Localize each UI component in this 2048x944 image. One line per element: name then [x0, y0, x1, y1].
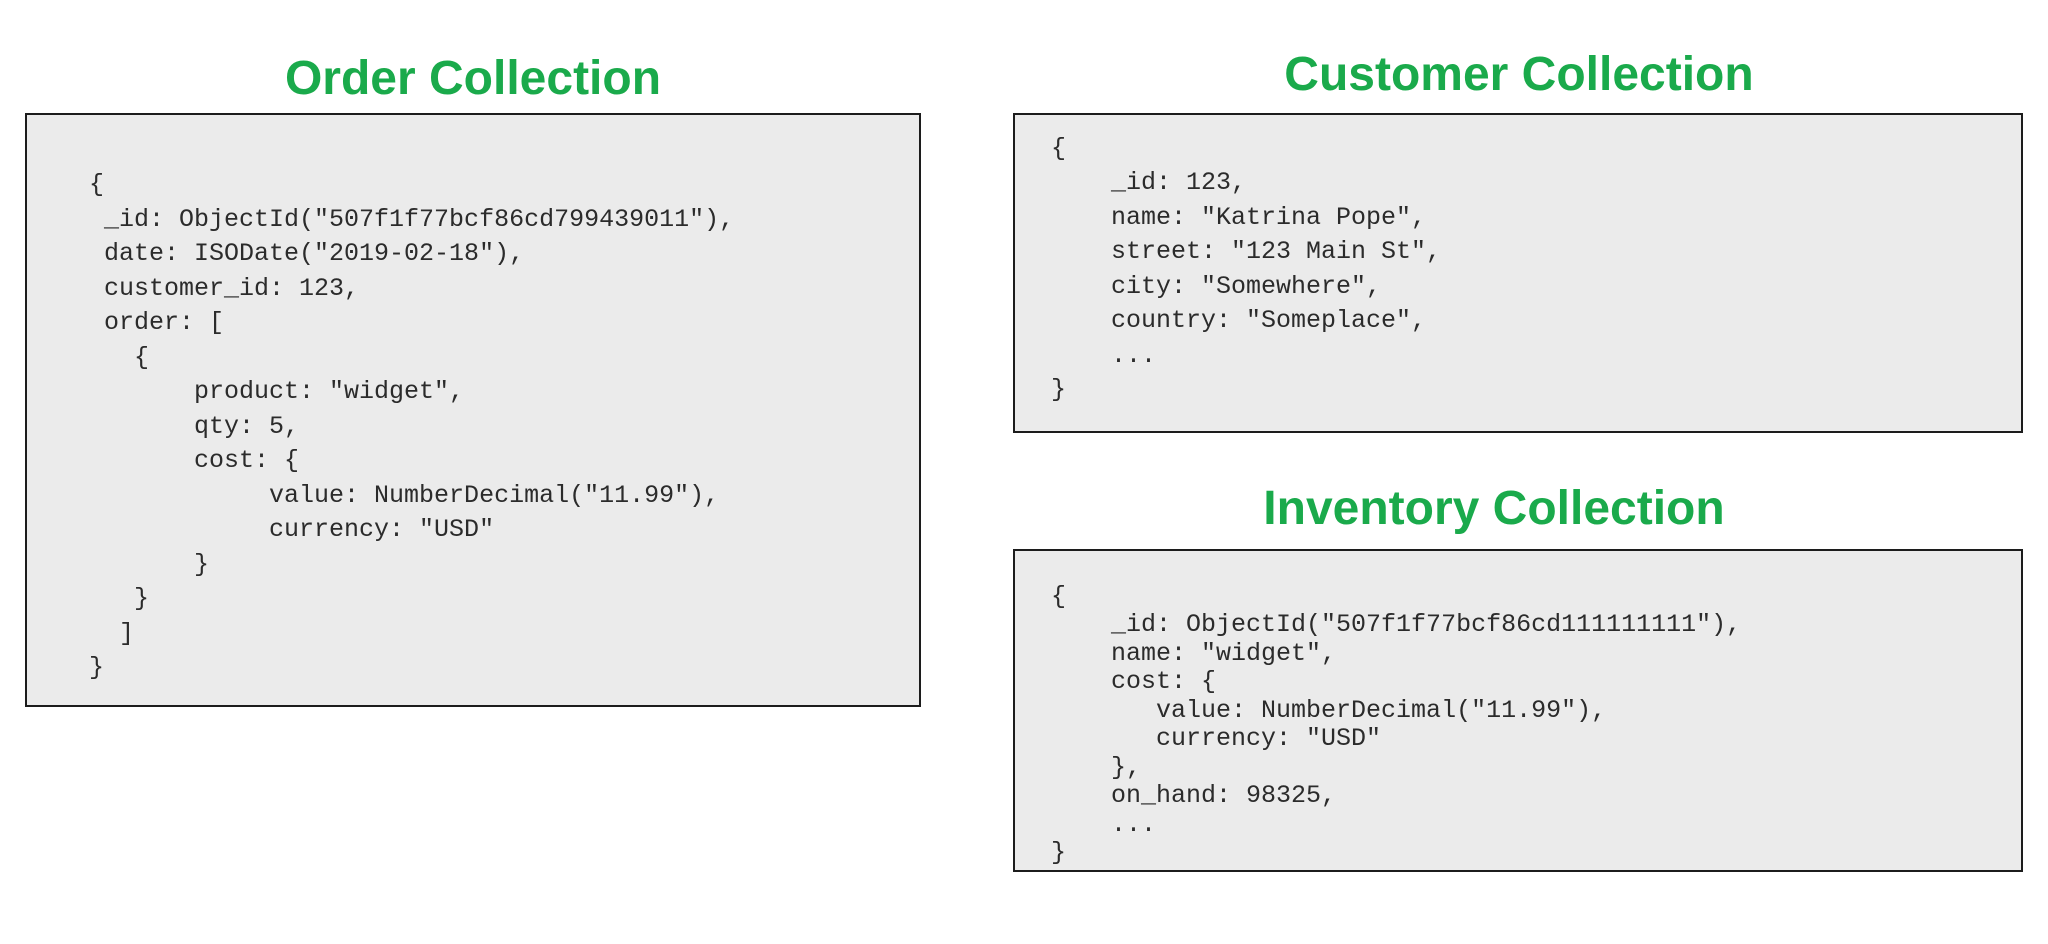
order-code-line-4: customer_id: 123,: [89, 274, 360, 303]
customer-collection-title: Customer Collection: [1284, 48, 1754, 101]
order-code-line-12: }: [89, 550, 210, 579]
order-code-line-9: cost: {: [89, 446, 300, 475]
customer-code-line-4: street: "123 Main St",: [1051, 237, 1442, 266]
inventory-code-line-5: value: NumberDecimal("11.99"),: [1051, 696, 1607, 725]
order-code-line-5: order: [: [89, 308, 225, 337]
customer-code-line-8: }: [1051, 375, 1067, 404]
customer-code-line-7: ...: [1051, 341, 1157, 370]
order-code-line-6: {: [89, 343, 150, 372]
customer-code-line-5: city: "Somewhere",: [1051, 272, 1382, 301]
customer-code-line-1: {: [1051, 134, 1067, 163]
inventory-code-line-8: on_hand: 98325,: [1051, 781, 1337, 810]
inventory-code-line-6: currency: "USD": [1051, 724, 1382, 753]
customer-collection-document: { _id: 123, name: "Katrina Pope", street…: [1013, 113, 2023, 433]
order-code-line-10: value: NumberDecimal("11.99"),: [89, 481, 720, 510]
order-collection-title: Order Collection: [284, 52, 662, 105]
order-code-line-3: date: ISODate("2019-02-18"),: [89, 239, 525, 268]
inventory-code-line-2: _id: ObjectId("507f1f77bcf86cd111111111"…: [1051, 610, 1742, 639]
inventory-code-line-10: }: [1051, 838, 1067, 867]
order-code-line-7: product: "widget",: [89, 377, 465, 406]
inventory-code-line-4: cost: {: [1051, 667, 1217, 696]
order-code-line-11: currency: "USD": [89, 515, 495, 544]
customer-code-line-3: name: "Katrina Pope",: [1051, 203, 1427, 232]
inventory-code-line-1: {: [1051, 582, 1067, 611]
customer-code-line-2: _id: 123,: [1051, 168, 1247, 197]
order-code-line-15: }: [89, 653, 105, 682]
inventory-code-line-7: },: [1051, 753, 1142, 782]
inventory-code-line-9: ...: [1051, 810, 1157, 839]
order-code-line-2: _id: ObjectId("507f1f77bcf86cd799439011"…: [89, 205, 735, 234]
order-code-line-8: qty: 5,: [89, 412, 300, 441]
inventory-collection-document: { _id: ObjectId("507f1f77bcf86cd11111111…: [1013, 549, 2023, 872]
inventory-collection-title: Inventory Collection: [1263, 482, 1725, 535]
customer-code-line-6: country: "Someplace",: [1051, 306, 1427, 335]
order-collection-document: { _id: ObjectId("507f1f77bcf86cd79943901…: [25, 113, 921, 707]
order-code-line-1: {: [89, 170, 105, 199]
order-code-line-14: ]: [89, 619, 135, 648]
inventory-code-line-3: name: "widget",: [1051, 639, 1337, 668]
order-code-line-13: }: [89, 584, 150, 613]
